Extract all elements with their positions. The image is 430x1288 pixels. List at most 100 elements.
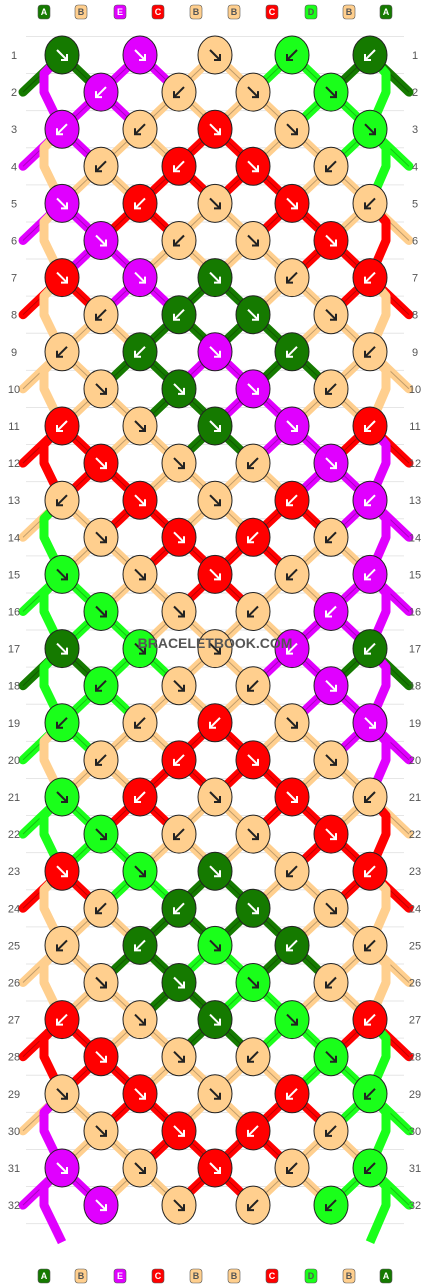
- string-badge-box: [151, 4, 165, 20]
- knot: [235, 369, 271, 409]
- arrow-head-icon: [173, 239, 180, 247]
- row-number-right: 21: [409, 792, 421, 804]
- knot: [83, 666, 119, 706]
- arrow-down-left-icon: [286, 939, 298, 952]
- arrow-down-right-icon: [173, 1050, 185, 1063]
- knot: [83, 146, 119, 186]
- knot: [83, 592, 119, 631]
- arrow-down-right-icon: [56, 865, 68, 877]
- arrow-head-icon: [364, 573, 371, 581]
- string-badge-letter: A: [41, 1271, 48, 1281]
- knot: [197, 851, 233, 891]
- arrow-head-icon: [100, 833, 107, 841]
- arrow-down-right-icon: [95, 605, 107, 618]
- arrow-head-icon: [173, 165, 180, 173]
- knot: [44, 35, 80, 75]
- arrow-head-icon: [61, 647, 68, 655]
- arrow-down-right-icon: [95, 976, 107, 989]
- row-number-right: 6: [412, 236, 418, 248]
- arrow-head-icon: [252, 387, 259, 395]
- arrow-down-right-icon: [173, 605, 185, 618]
- arrow-down-left-icon: [325, 976, 337, 989]
- string-badge-box: [304, 4, 318, 20]
- knot: [83, 1185, 119, 1225]
- arrow-down-right-icon: [247, 902, 259, 915]
- knot: [122, 629, 158, 669]
- arrow-down-right-icon: [325, 902, 337, 915]
- arrow-down-left-icon: [364, 1013, 376, 1026]
- string-badge: C: [265, 4, 279, 20]
- arrow-down-right-icon: [286, 197, 298, 210]
- knot: [44, 332, 80, 372]
- arrow-down-right-icon: [173, 457, 185, 469]
- arrow-down-left-icon: [247, 1050, 259, 1063]
- arrow-head-icon: [286, 350, 293, 358]
- knot: [274, 332, 310, 372]
- arrow-head-icon: [364, 350, 371, 358]
- arrow-head-icon: [325, 536, 332, 544]
- arrow-down-left-icon: [95, 308, 107, 321]
- arrow-down-left-icon: [364, 568, 376, 581]
- knot: [197, 703, 233, 743]
- arrow-down-right-icon: [247, 86, 259, 98]
- knot: [44, 629, 80, 669]
- knot: [197, 777, 233, 817]
- row-number-left: 10: [8, 384, 20, 396]
- knot: [313, 963, 349, 1002]
- arrow-head-icon: [95, 91, 102, 99]
- knot: [44, 258, 80, 298]
- arrow-down-right-icon: [134, 1088, 146, 1100]
- arrow-down-right-icon: [247, 976, 259, 989]
- string-badge-letter: B: [193, 7, 200, 17]
- knot: [352, 109, 388, 149]
- knot: [197, 258, 233, 298]
- row-number-right: 25: [409, 940, 421, 952]
- arrow-down-right-icon: [134, 568, 146, 581]
- arrow-head-icon: [364, 1018, 371, 1026]
- arrow-head-icon: [56, 721, 63, 729]
- row-number-right: 13: [409, 495, 421, 507]
- arrow-down-left-icon: [134, 939, 146, 952]
- row-number-left: 24: [8, 903, 20, 915]
- arrow-head-icon: [100, 981, 107, 989]
- arrow-down-right-icon: [134, 420, 146, 432]
- arrow-head-icon: [286, 1092, 293, 1100]
- arrow-head-icon: [139, 1092, 146, 1100]
- arrow-head-icon: [330, 907, 337, 915]
- arrow-down-right-icon: [134, 271, 146, 284]
- row-number-left: 32: [8, 1200, 20, 1212]
- arrow-down-right-icon: [286, 420, 298, 432]
- knot: [44, 777, 80, 817]
- arrow-head-icon: [364, 647, 371, 655]
- arrow-down-right-icon: [209, 1162, 221, 1174]
- arrow-down-right-icon: [286, 717, 298, 729]
- string-badge: B: [74, 4, 88, 20]
- string-badge-box: [37, 4, 51, 20]
- row-number-left: 21: [8, 792, 20, 804]
- arrow-head-icon: [139, 573, 146, 581]
- arrow-down-left-icon: [134, 346, 146, 358]
- knot: [274, 1148, 310, 1188]
- knot: [161, 1185, 197, 1225]
- knot: [274, 480, 310, 520]
- arrow-down-right-icon: [173, 679, 185, 692]
- arrow-head-icon: [61, 573, 68, 581]
- arrow-head-icon: [364, 1167, 371, 1174]
- arrow-down-right-icon: [209, 197, 221, 210]
- row-number-right: 7: [412, 273, 418, 285]
- arrow-down-left-icon: [173, 754, 185, 766]
- row-number-left: 20: [8, 755, 20, 767]
- row-number-left: 31: [8, 1163, 20, 1175]
- row-number-right: 15: [409, 569, 421, 581]
- string-badge: A: [37, 4, 51, 20]
- arrow-down-right-icon: [95, 828, 107, 840]
- row-number-left: 7: [11, 273, 17, 285]
- knot: [274, 1074, 310, 1114]
- arrow-head-icon: [139, 54, 146, 61]
- knot: [352, 35, 388, 75]
- arrow-head-icon: [139, 1167, 146, 1174]
- string-badge-letter: A: [383, 7, 390, 17]
- arrow-head-icon: [247, 1204, 254, 1212]
- arrow-down-right-icon: [209, 420, 221, 432]
- knot: [274, 703, 310, 743]
